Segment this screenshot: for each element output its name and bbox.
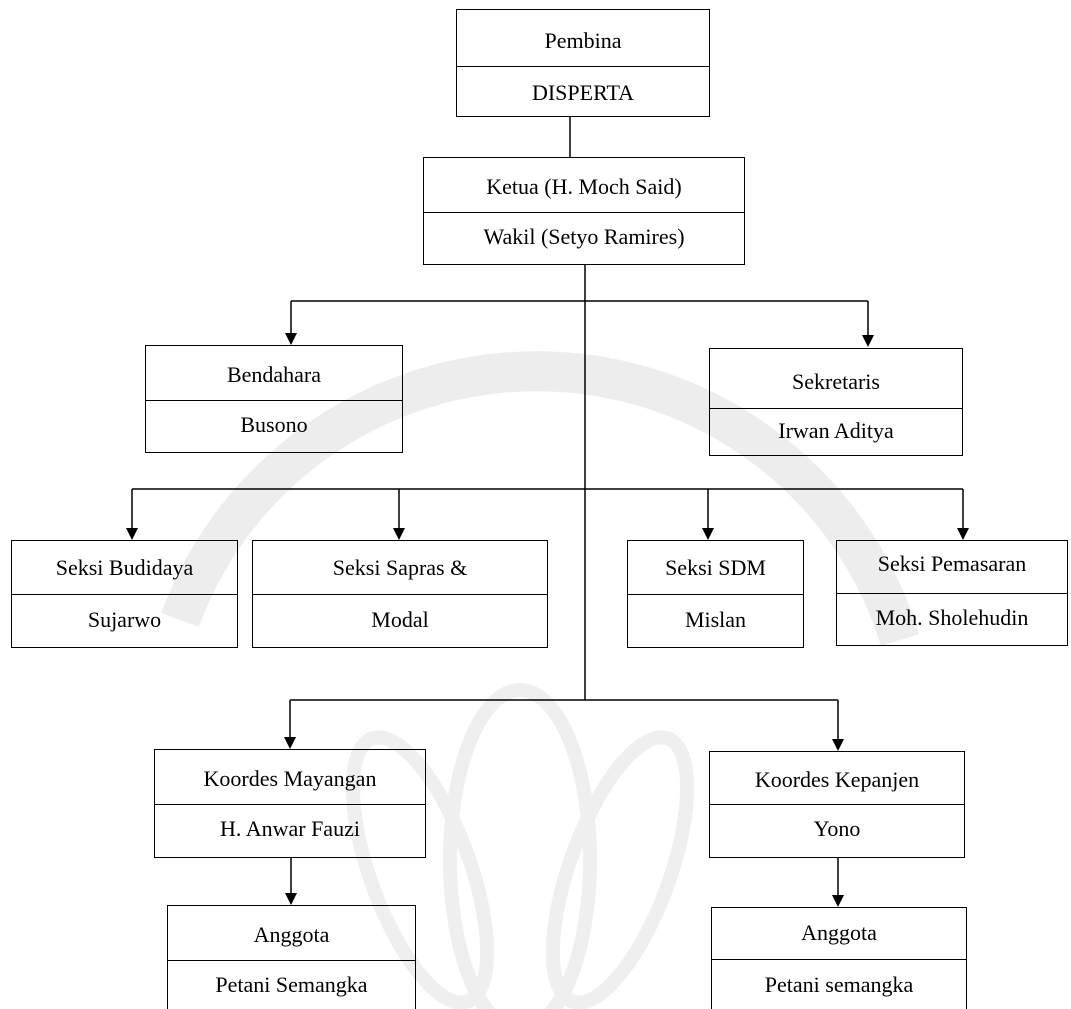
seksi-budidaya-box: Seksi Budidaya Sujarwo	[11, 540, 238, 648]
ketua-box: Ketua (H. Moch Said) Wakil (Setyo Ramire…	[423, 157, 745, 265]
sekretaris-box: Sekretaris Irwan Aditya	[709, 348, 963, 456]
seksi-pemasaran-divider	[837, 593, 1067, 594]
anggota-mayangan-label: Anggota	[253, 922, 330, 947]
bendahara-name: Busono	[240, 412, 308, 437]
seksi-sdm-name: Mislan	[684, 607, 747, 632]
ketua-divider	[424, 212, 744, 213]
seksi-budidaya-divider	[12, 594, 237, 595]
anggota-kepanjen-label: Anggota	[801, 920, 877, 945]
sekretaris-label: Sekretaris	[792, 369, 880, 394]
seksi-sdm-label: Seksi SDM	[665, 555, 766, 580]
bendahara-box: Bendahara Busono	[145, 345, 403, 453]
sekretaris-name: Irwan Aditya	[778, 418, 894, 443]
koordes-mayangan-name: H. Anwar Fauzi	[220, 816, 360, 841]
seksi-budidaya-name: Sujarwo	[87, 607, 162, 632]
anggota-kepanjen-divider	[712, 959, 966, 960]
pembina-name: DISPERTA	[531, 80, 635, 105]
anggota-mayangan-divider	[168, 960, 415, 961]
seksi-pemasaran-box: Seksi Pemasaran Moh. Sholehudin	[836, 540, 1068, 646]
seksi-sapras-name: Modal	[371, 607, 429, 632]
anggota-mayangan-name: Petani Semangka	[215, 972, 368, 997]
koordes-kepanjen-divider	[710, 804, 964, 805]
pembina-label: Pembina	[544, 28, 622, 53]
koordes-kepanjen-label: Koordes Kepanjen	[754, 767, 920, 792]
koordes-mayangan-box: Koordes Mayangan H. Anwar Fauzi	[154, 749, 426, 858]
koordes-kepanjen-name: Yono	[813, 816, 861, 841]
bendahara-divider	[146, 400, 402, 401]
seksi-pemasaran-name: Moh. Sholehudin	[875, 605, 1029, 630]
koordes-mayangan-divider	[155, 804, 425, 805]
seksi-pemasaran-label: Seksi Pemasaran	[877, 551, 1027, 576]
wakil-label: Wakil (Setyo Ramires)	[483, 224, 685, 249]
koordes-kepanjen-box: Koordes Kepanjen Yono	[709, 751, 965, 858]
seksi-sapras-divider	[253, 594, 547, 595]
bendahara-label: Bendahara	[226, 362, 322, 387]
pembina-divider	[457, 66, 709, 67]
seksi-budidaya-label: Seksi Budidaya	[55, 555, 194, 580]
ketua-label: Ketua (H. Moch Said)	[486, 174, 682, 199]
anggota-mayangan-box: Anggota Petani Semangka	[167, 905, 416, 1009]
pembina-box: Pembina DISPERTA	[456, 9, 710, 117]
seksi-sapras-label: Seksi Sapras &	[332, 555, 468, 580]
seksi-sdm-box: Seksi SDM Mislan	[627, 540, 804, 648]
koordes-mayangan-label: Koordes Mayangan	[203, 766, 377, 791]
sekretaris-divider	[710, 408, 962, 409]
anggota-kepanjen-name: Petani semangka	[764, 972, 914, 997]
seksi-sapras-box: Seksi Sapras & Modal	[252, 540, 548, 648]
seksi-sdm-divider	[628, 594, 803, 595]
anggota-kepanjen-box: Anggota Petani semangka	[711, 907, 967, 1009]
